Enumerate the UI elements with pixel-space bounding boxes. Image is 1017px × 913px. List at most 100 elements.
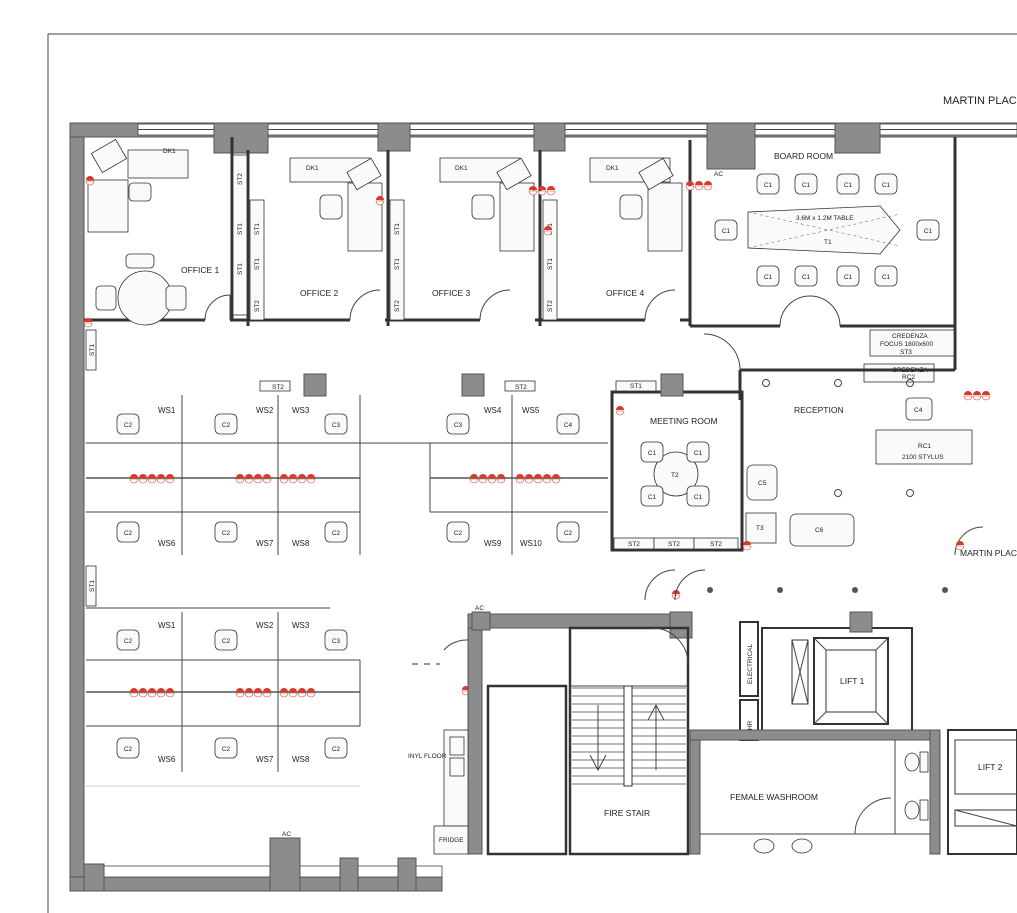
svg-text:AC: AC [475,605,484,612]
street-label-secondary: MARTIN PLAC [960,548,1017,558]
board-room: AC BOARD ROOM 3.6M x 1.2M TABLE T1 [690,137,957,370]
power-outlet [263,688,271,692]
chair: C2 [214,521,238,543]
svg-text:ST1: ST1 [237,223,244,235]
svg-text:C5: C5 [758,480,767,487]
workstation-label: WS2 [256,621,274,630]
dk1-label: DK1 [163,148,176,155]
office-3: DK1 OFFICE 3 [432,157,535,298]
power-outlet [236,688,244,692]
svg-text:T2: T2 [671,472,679,479]
office-4-label: OFFICE 4 [606,288,645,298]
reception-label: RECEPTION [794,405,844,415]
chair-label: C2 [222,746,231,753]
fhr-label: FHR [747,720,754,734]
workstation-label: WS7 [256,539,274,548]
workstation-label: WS7 [256,755,274,764]
svg-text:ST2: ST2 [628,541,640,548]
svg-text:RC1: RC1 [918,443,931,450]
chair: C2 [324,521,348,543]
power-outlet [538,186,546,190]
svg-text:ST2: ST2 [515,384,527,391]
power-outlet [245,688,253,692]
left-storage: ST1 ST1 [85,329,97,607]
workstation-blocks: ST2 ST2 [85,373,608,787]
chair-label: C3 [332,422,341,429]
power-outlet [280,474,288,478]
meeting-room: ST1 MEETING ROOM T2 ST2 ST2 ST2 [610,373,744,552]
svg-text:ST1: ST1 [237,263,244,275]
core: AC AC FIRE STAIR INYL FLOOR FRIDGE ELECT… [282,569,1017,856]
power-outlet [529,186,537,190]
power-outlet [139,688,147,692]
workstation-label: WS1 [158,406,176,415]
chair: C1 [714,219,738,241]
power-outlet [148,474,156,478]
chair-label: C1 [882,182,891,189]
chair-label: C2 [222,422,231,429]
power-outlet [307,474,315,478]
workstation-label: WS3 [292,406,310,415]
power-outlet [704,181,712,185]
power-outlet [488,474,496,478]
svg-text:ST2: ST2 [547,300,554,312]
power-outlet [298,474,306,478]
power-outlet [695,181,703,185]
svg-text:2100 STYLUS: 2100 STYLUS [902,454,944,461]
chair: C2 [214,737,238,759]
chair-label: C2 [454,530,463,537]
chair-label: C1 [844,274,853,281]
office-2-label: OFFICE 2 [300,288,339,298]
svg-text:ST2: ST2 [668,541,680,548]
power-outlet [973,391,981,395]
chair: C1 [794,173,818,195]
chair: C3 [446,413,470,435]
power-outlet [166,688,174,692]
svg-text:ST2: ST2 [254,300,261,312]
power-outlet [139,474,147,478]
fire-stair-label: FIRE STAIR [604,808,650,818]
power-outlet [254,474,262,478]
workstation-label: WS3 [292,621,310,630]
power-outlet [245,474,253,478]
power-outlet [743,541,751,545]
svg-text:FOCUS 1800x600: FOCUS 1800x600 [880,341,933,348]
street-label: MARTIN PLAC [943,95,1017,107]
chair: C1 [874,173,898,195]
chair-label: C1 [648,450,657,457]
power-outlet [543,474,551,478]
fridge-label: FRIDGE [439,837,464,844]
chair: C2 [116,629,140,651]
power-outlet [148,688,156,692]
power-outlet [544,226,552,230]
workstation-label: WS8 [292,539,310,548]
chair-label: C3 [454,422,463,429]
power-points [83,176,991,806]
chair: C1 [916,219,940,241]
svg-text:ST2: ST2 [237,173,244,185]
power-outlet [516,474,524,478]
svg-text:ST2: ST2 [394,300,401,312]
chair: C1 [640,441,664,463]
power-outlet [956,541,964,545]
chair: C2 [116,737,140,759]
svg-text:ST3: ST3 [900,349,912,356]
boardroom-label: BOARD ROOM [774,151,833,161]
chair-label: C1 [694,494,703,501]
power-outlet [497,474,505,478]
chair-label: C1 [764,274,773,281]
power-outlet [236,474,244,478]
chair-label: C2 [124,422,133,429]
female-washroom-label: FEMALE WASHROOM [730,792,818,802]
office-1: DK1 OFFICE 1 [87,138,220,326]
stair-treads [572,687,686,785]
svg-text:ST2: ST2 [272,384,284,391]
dk1-label: DK1 [606,165,619,172]
dk1-label: DK1 [306,165,319,172]
svg-text:AC: AC [282,831,291,838]
power-outlet [307,688,315,692]
workstation-label: WS2 [256,406,274,415]
workstation-label: WS1 [158,621,176,630]
chair-label: C1 [764,182,773,189]
